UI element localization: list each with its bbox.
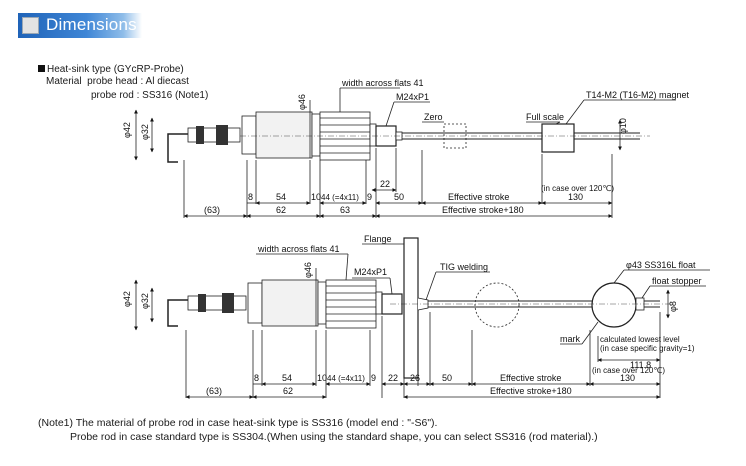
top-dim-44: 44 (=4x11)	[321, 193, 359, 202]
note-2: Probe rod in case standard type is SS304…	[70, 431, 598, 443]
top-magnet-label: T14-M2 (T16-M2) magnet	[586, 90, 690, 100]
bottom-flange-label: Flange	[364, 234, 392, 244]
top-dim-54: 54	[276, 192, 286, 202]
top-zero-label: Zero	[424, 112, 443, 122]
banner-square-icon	[22, 17, 39, 34]
top-dim-50: 50	[394, 192, 404, 202]
top-dim-63: 63	[340, 205, 350, 215]
bottom-effective-stroke-180: Effective stroke+180	[490, 386, 572, 396]
bottom-phi32-label: φ32	[140, 293, 150, 309]
top-dim-10: 10	[311, 192, 321, 202]
top-over-120: (in case over 120℃)	[541, 184, 614, 193]
top-fullscale-magnet	[541, 123, 575, 153]
top-effective-stroke-180: Effective stroke+180	[442, 205, 524, 215]
bottom-dim-130: 130	[620, 373, 635, 383]
bottom-thread-label: M24xP1	[354, 267, 387, 277]
top-dim-9: 9	[367, 192, 372, 202]
probe-head-material: probe head : Al diecast	[87, 76, 189, 87]
bottom-dim-26: 26	[410, 373, 420, 383]
top-drawing	[134, 87, 676, 218]
bottom-phi42-label: φ42	[122, 291, 132, 307]
bottom-dim-54: 54	[282, 373, 292, 383]
bottom-float	[591, 282, 637, 328]
bottom-heat-sink	[325, 279, 377, 329]
top-width-flats-label: width across flats 41	[341, 78, 424, 88]
bottom-dim-10: 10	[317, 373, 327, 383]
bottom-width-flats-label: width across flats 41	[257, 244, 340, 254]
type-label: Heat-sink type (GYcRP-Probe)	[38, 63, 184, 76]
bottom-effective-stroke: Effective stroke	[500, 373, 561, 383]
top-thread-label: M24xP1	[396, 92, 429, 102]
top-connector	[187, 127, 241, 143]
bottom-phi8-label: φ8	[668, 301, 678, 312]
top-phi42-label: φ42	[122, 122, 132, 138]
bottom-phi46-label: φ46	[303, 262, 313, 278]
bottom-specific-gravity: (in case specific gravity=1)	[600, 344, 695, 353]
top-dim-8: 8	[248, 192, 253, 202]
material-line: Material probe head : Al diecast	[46, 76, 189, 87]
bottom-tig-label: TIG welding	[440, 262, 488, 272]
probe-rod-material: probe rod : SS316 (Note1)	[91, 90, 209, 101]
note-1: (Note1) The material of probe rod in cas…	[38, 417, 438, 429]
bottom-float-label: φ43 SS316L float	[626, 260, 696, 270]
bottom-dim-111-8: 111.8	[630, 360, 651, 370]
top-probe-head	[255, 111, 313, 159]
top-effective-stroke: Effective stroke	[448, 192, 509, 202]
top-dim-62: 62	[276, 205, 286, 215]
top-head-base	[241, 115, 257, 155]
bottom-lowest-level: calculated lowest level	[600, 335, 680, 344]
bottom-zero-float	[474, 282, 520, 328]
bottom-mark-label: mark	[560, 334, 580, 344]
bottom-flange	[403, 237, 419, 379]
bullet-square-icon	[38, 65, 45, 72]
bottom-connector	[187, 295, 247, 311]
top-full-scale-label: Full scale	[526, 112, 564, 122]
bottom-over-120: (in case over 120℃)	[592, 366, 665, 375]
bottom-cable	[167, 299, 188, 327]
bottom-drawing	[134, 237, 710, 399]
top-dim-22: 22	[380, 179, 390, 189]
bottom-dim-50: 50	[442, 373, 452, 383]
top-phi10-label: φ10	[618, 118, 628, 134]
bottom-dim-63-paren: (63)	[206, 386, 222, 396]
bottom-dim-8: 8	[254, 373, 259, 383]
top-dim-63-paren: (63)	[204, 205, 220, 215]
section-title: Dimensions	[46, 15, 137, 34]
top-phi32-label: φ32	[140, 124, 150, 140]
bottom-dim-62: 62	[283, 386, 293, 396]
bottom-dim-22: 22	[388, 373, 398, 383]
bottom-head-base	[247, 282, 263, 324]
top-cable	[167, 133, 188, 163]
bottom-dim-9: 9	[371, 373, 376, 383]
bottom-probe-head	[261, 279, 319, 327]
top-phi46-label: φ46	[297, 94, 307, 110]
bottom-float-stopper-label: float stopper	[652, 276, 702, 286]
bottom-dim-44: 44 (=4x11)	[327, 374, 365, 383]
top-dim-130: 130	[568, 192, 583, 202]
section-banner: Dimensions	[18, 13, 142, 38]
